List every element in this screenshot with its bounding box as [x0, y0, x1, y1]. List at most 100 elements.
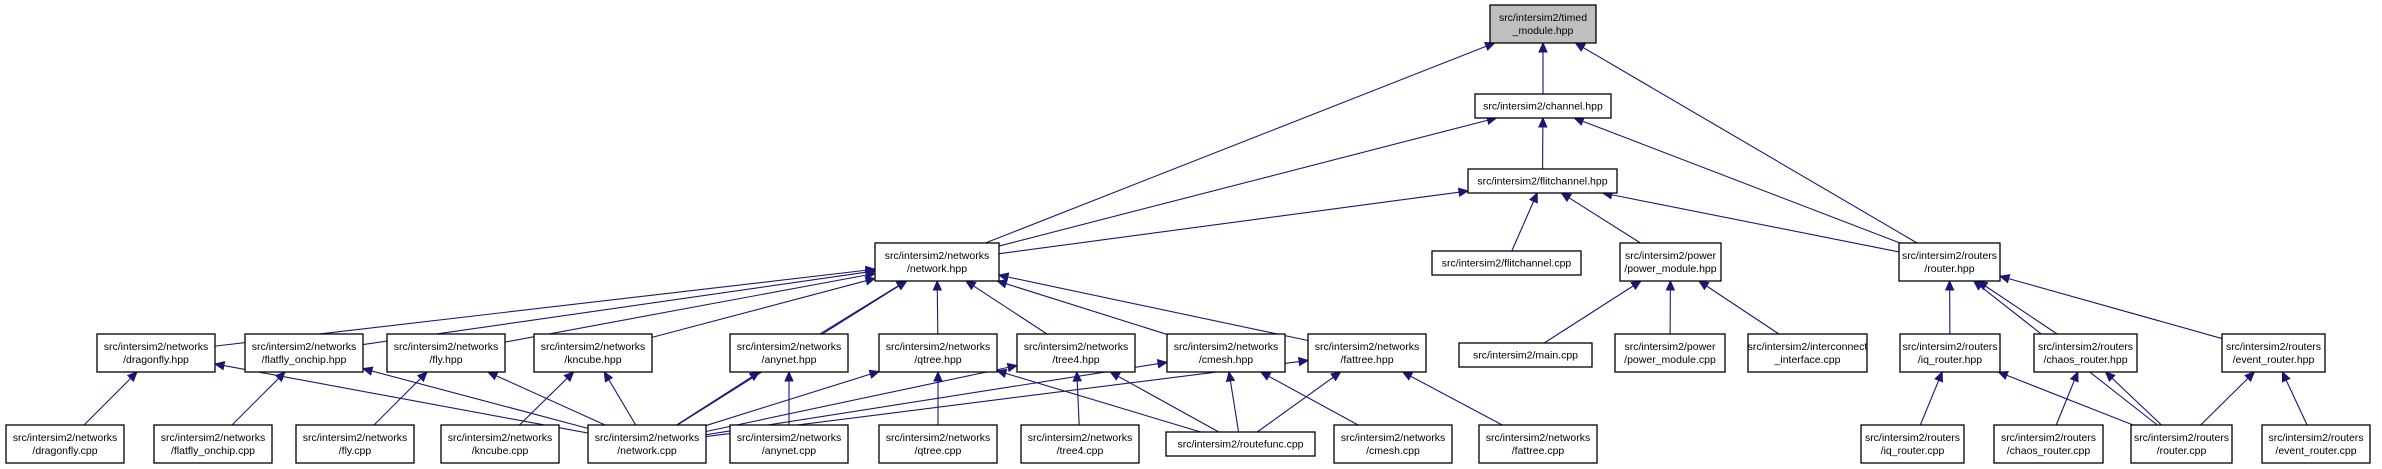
file-node-flitchannel-cpp[interactable]: src/intersim2/flitchannel.cpp [1431, 250, 1582, 276]
dependency-edge [361, 366, 589, 429]
file-node-anynet-cpp[interactable]: src/intersim2/networks/anynet.cpp [729, 424, 849, 464]
edge-line [705, 366, 1009, 433]
file-node-power-module-cpp[interactable]: src/intersim2/power/power_module.cpp [1614, 333, 1726, 373]
file-node-tree4-hpp[interactable]: src/intersim2/networks/tree4.hpp [1016, 333, 1136, 373]
file-node-main-cpp[interactable]: src/intersim2/main.cpp [1458, 342, 1593, 368]
node-label: src/intersim2/networks [595, 432, 699, 444]
file-node-router-cpp[interactable]: src/intersim2/routers/router.cpp [2130, 424, 2233, 464]
edge-arrowhead [1297, 356, 1310, 367]
file-node-network-hpp[interactable]: src/intersim2/networks/network.hpp [874, 242, 1000, 282]
edge-arrowhead [748, 371, 761, 382]
edge-line [1410, 375, 1503, 426]
edge-arrowhead [1944, 279, 1955, 291]
node-label: /fly.hpp [429, 354, 462, 366]
node-box [1478, 424, 1598, 464]
node-label: _module.hpp [1512, 25, 1574, 37]
edge-arrowhead [1934, 370, 1943, 383]
file-node-timed-module[interactable]: src/intersim2/timed_module.hpp [1489, 4, 1597, 44]
dependency-edge [1543, 280, 1642, 344]
dependency-edge [933, 370, 943, 425]
edge-line [1229, 380, 1240, 433]
node-label: src/intersim2/networks [885, 250, 989, 262]
file-node-fly-hpp[interactable]: src/intersim2/networks/fly.hpp [386, 333, 506, 373]
edge-arrowhead [1457, 187, 1470, 197]
node-label: src/intersim2/networks [394, 341, 498, 353]
file-node-fattree-cpp[interactable]: src/intersim2/networks/fattree.cpp [1478, 424, 1598, 464]
node-label: /power_module.cpp [1624, 354, 1716, 366]
file-node-iq-router-hpp[interactable]: src/intersim2/routers/iq_router.hpp [1899, 333, 2001, 373]
file-node-cmesh-hpp[interactable]: src/intersim2/networks/cmesh.hpp [1166, 333, 1286, 373]
file-node-qtree-hpp[interactable]: src/intersim2/networks/qtree.hpp [878, 333, 998, 373]
dependency-edge [213, 360, 589, 434]
file-node-flatfly-cpp[interactable]: src/intersim2/networks/flatfly_onchip.cp… [153, 424, 273, 464]
node-label: src/intersim2/routers [2001, 432, 2096, 444]
node-label: src/intersim2/networks [252, 341, 356, 353]
dependency-edge [676, 371, 761, 426]
edge-line [1985, 285, 2058, 335]
dependency-edge [1560, 192, 1641, 244]
file-node-anynet-hpp[interactable]: src/intersim2/networks/anynet.hpp [729, 333, 849, 373]
node-label: src/intersim2/routers [2134, 432, 2229, 444]
node-box [1747, 333, 1868, 373]
file-node-chaos-router-cpp[interactable]: src/intersim2/routers/chaos_router.cpp [1993, 424, 2104, 464]
node-box [533, 333, 653, 373]
file-node-cmesh-cpp[interactable]: src/intersim2/networks/cmesh.cpp [1333, 424, 1453, 464]
edge-line [705, 361, 1300, 438]
file-node-router-hpp[interactable]: src/intersim2/routers/router.hpp [1898, 242, 2001, 282]
node-label: src/intersim2/routers [2038, 341, 2133, 353]
edge-line [1511, 201, 1535, 252]
edge-line [998, 191, 1460, 255]
node-label: /network.hpp [907, 263, 967, 275]
node-label: src/intersim2/interconnect [1748, 341, 1868, 353]
edge-line [223, 365, 589, 434]
node-label: src/intersim2/timed [1499, 12, 1587, 24]
node-box [1619, 242, 1722, 282]
node-label: /flatfly_onchip.hpp [262, 354, 347, 366]
dependency-edge [651, 276, 877, 338]
node-label: /dragonfly.cpp [32, 445, 97, 457]
node-label: src/intersim2/routers [1902, 250, 1997, 262]
node-label: src/intersim2/routefunc.cpp [1177, 439, 1303, 451]
node-label: src/intersim2/networks [886, 341, 990, 353]
node-box [1474, 93, 1612, 119]
edges [83, 41, 2308, 438]
edge-arrowhead [1630, 280, 1642, 291]
file-node-channel[interactable]: src/intersim2/channel.hpp [1474, 93, 1612, 119]
edge-arrowhead [1998, 274, 2011, 284]
file-node-kncube-cpp[interactable]: src/intersim2/networks/kncube.cpp [440, 424, 560, 464]
dependency-edge [1225, 370, 1240, 433]
file-node-fattree-hpp[interactable]: src/intersim2/networks/fattree.hpp [1307, 333, 1427, 373]
file-node-event-router-cpp[interactable]: src/intersim2/routers/event_router.cpp [2261, 424, 2371, 464]
node-label: /iq_router.hpp [1918, 354, 1982, 366]
file-node-flitchannel-hpp[interactable]: src/intersim2/flitchannel.hpp [1467, 168, 1618, 194]
file-node-dragonfly-cpp[interactable]: src/intersim2/networks/dragonfly.cpp [5, 424, 125, 464]
edge-line [2008, 278, 2223, 340]
edge-arrowhead [1574, 42, 1587, 52]
edge-line [2200, 377, 2249, 426]
file-node-kncube-hpp[interactable]: src/intersim2/networks/kncube.hpp [533, 333, 653, 373]
edge-arrowhead [126, 371, 138, 383]
file-node-power-module-hpp[interactable]: src/intersim2/power/power_module.hpp [1619, 242, 1722, 282]
file-node-fly-cpp[interactable]: src/intersim2/networks/fly.cpp [295, 424, 415, 464]
dependency-edge [2104, 371, 2162, 426]
dependency-edge [784, 370, 794, 425]
file-node-routefunc-cpp[interactable]: src/intersim2/routefunc.cpp [1165, 431, 1316, 457]
edge-arrowhead [1156, 359, 1169, 369]
file-node-flatfly-hpp[interactable]: src/intersim2/networks/flatfly_onchip.hp… [244, 333, 364, 373]
file-node-qtree-cpp[interactable]: src/intersim2/networks/qtree.cpp [878, 424, 998, 464]
node-box [1899, 333, 2001, 373]
file-node-dragonfly-hpp[interactable]: src/intersim2/networks/dragonfly.hpp [96, 333, 216, 373]
file-node-iq-router-cpp[interactable]: src/intersim2/routers/iq_router.cpp [1860, 424, 1965, 464]
file-node-event-router-hpp[interactable]: src/intersim2/routers/event_router.hpp [2221, 333, 2326, 373]
file-node-interconnect-cpp[interactable]: src/intersim2/interconnect_interface.cpp [1747, 333, 1868, 373]
file-node-chaos-router-hpp[interactable]: src/intersim2/routers/chaos_router.hpp [2033, 333, 2138, 373]
node-label: /event_router.cpp [2275, 445, 2356, 457]
edge-line [973, 285, 1048, 335]
dependency-edge [603, 370, 637, 426]
node-box [1467, 168, 1618, 194]
edge-line [2055, 380, 2075, 426]
node-label: /fattree.hpp [1340, 354, 1393, 366]
file-node-tree4-cpp[interactable]: src/intersim2/networks/tree4.cpp [1020, 424, 1140, 464]
file-node-network-cpp[interactable]: src/intersim2/networks/network.cpp [587, 424, 707, 464]
